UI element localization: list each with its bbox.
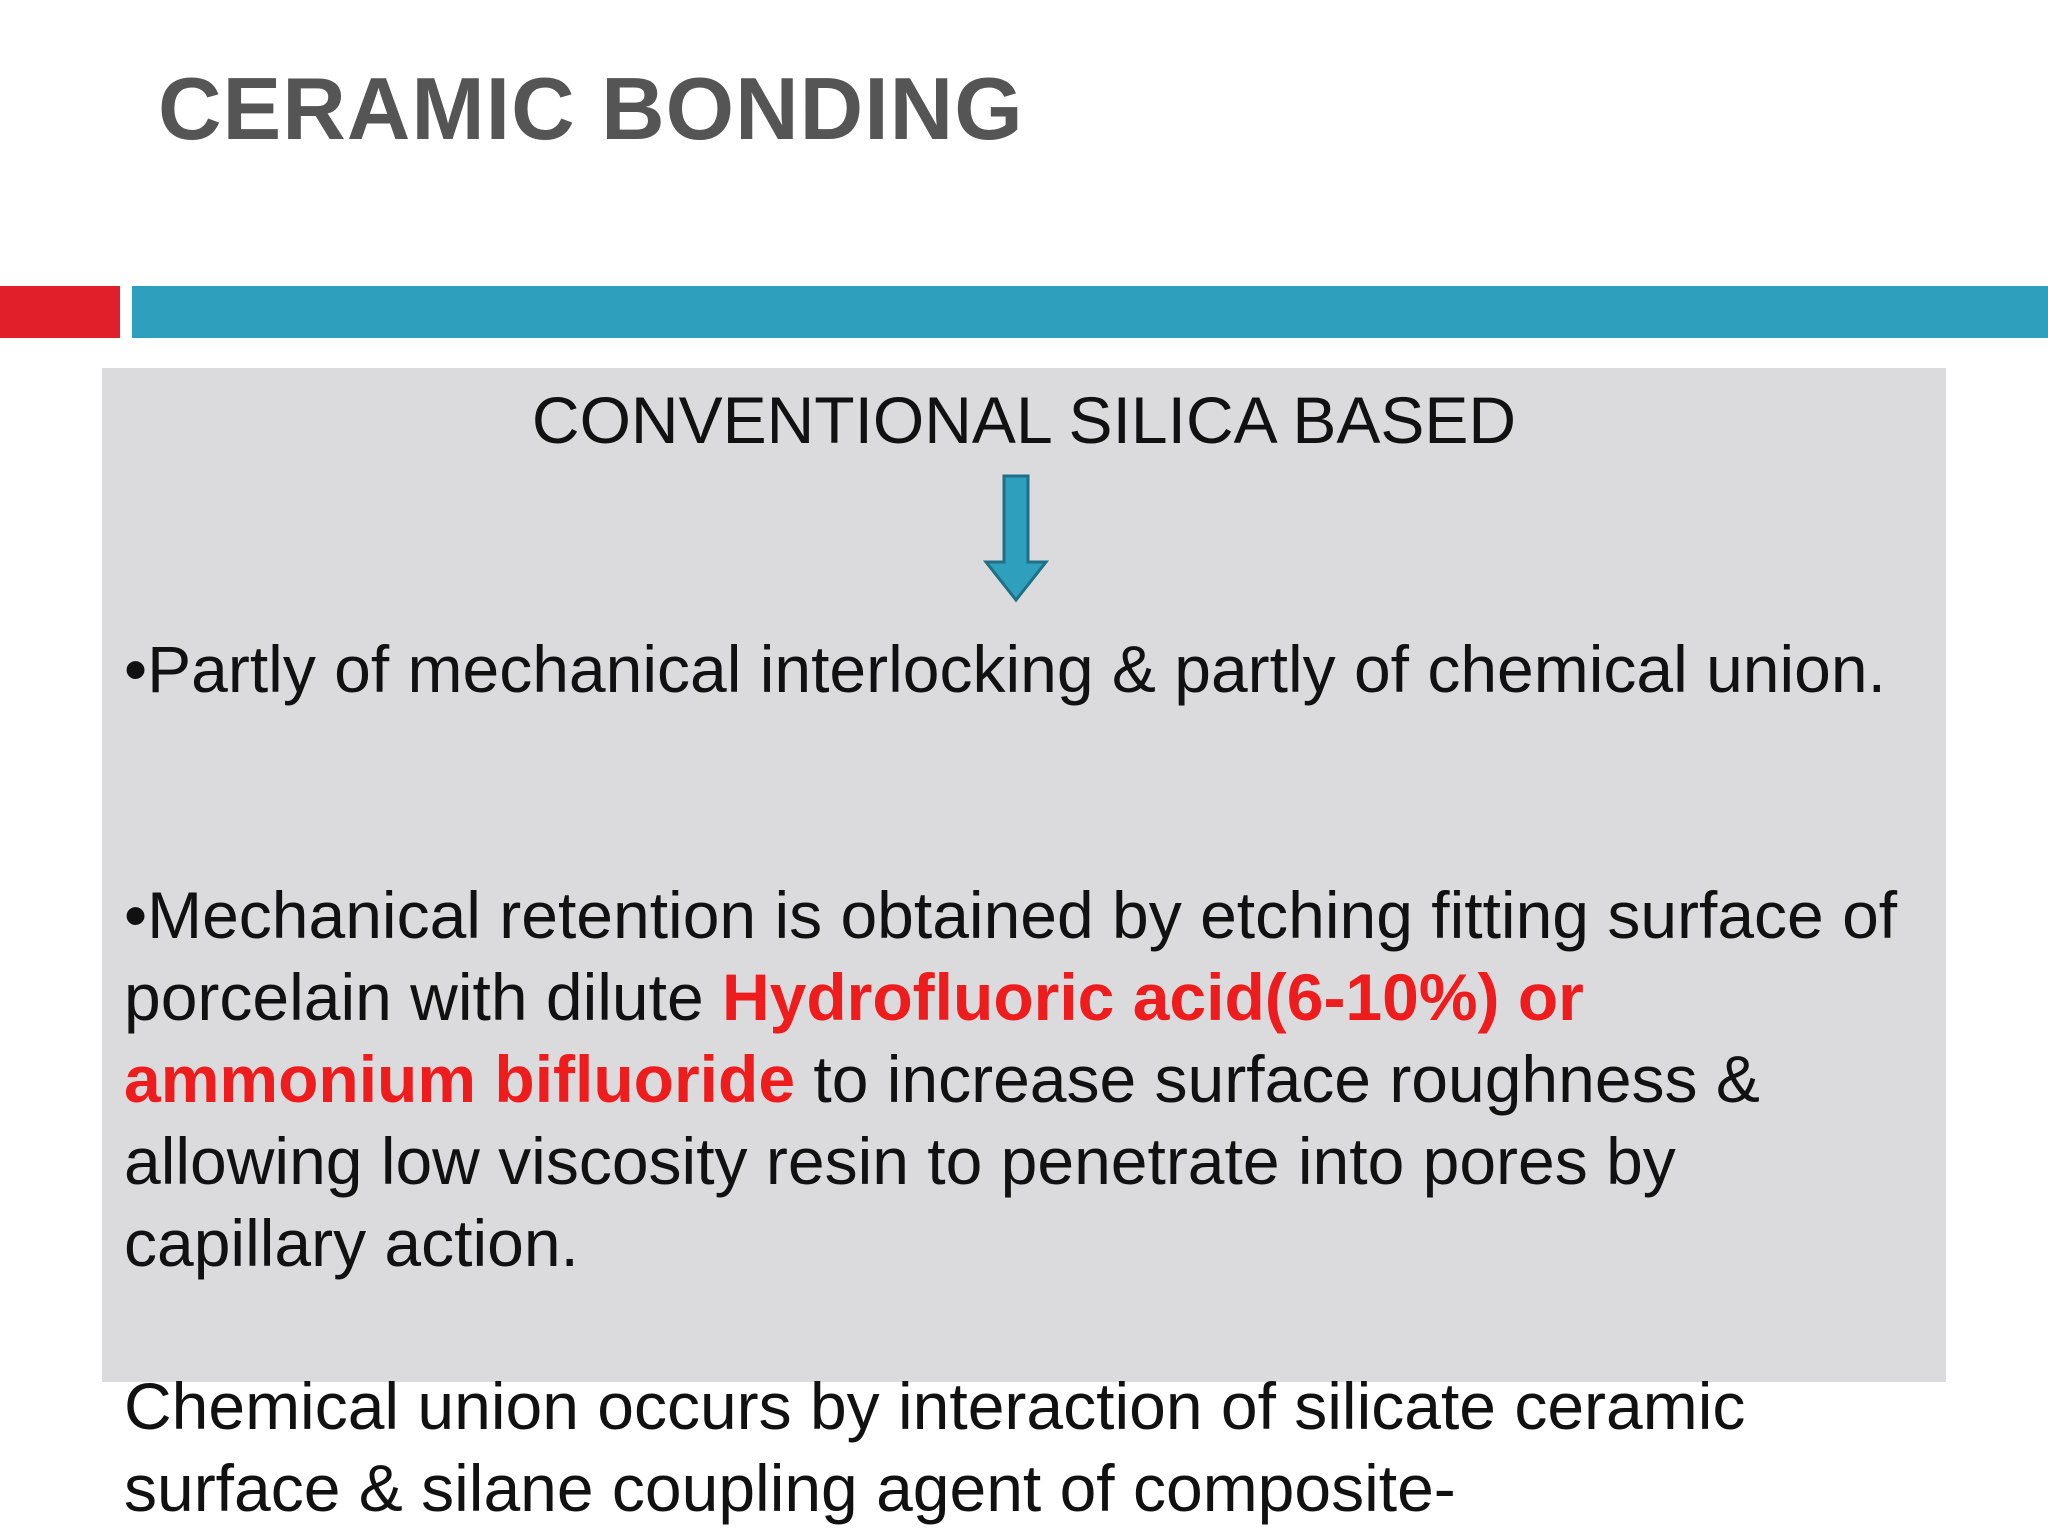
accent-bar-teal: [132, 286, 2048, 338]
point-mechanical-chemical: •Partly of mechanical interlocking & par…: [124, 628, 1924, 710]
point-3-text: Chemical union occurs by interaction of …: [124, 1369, 1746, 1525]
point-2-text-before: •Mechanical retention is obtained by etc…: [124, 878, 1898, 1034]
down-arrow-icon: [982, 474, 1050, 603]
point-1-text: •Partly of mechanical interlocking & par…: [124, 632, 1886, 706]
point-mechanical-retention: •Mechanical retention is obtained by etc…: [124, 874, 1924, 1284]
section-subtitle: CONVENTIONAL SILICA BASED: [531, 383, 1517, 457]
accent-bar-red: [0, 286, 120, 338]
slide-title: CERAMIC BONDING: [158, 59, 1024, 158]
point-chemical-union: Chemical union occurs by interaction of …: [124, 1365, 1924, 1529]
point-2-highlight: Hydrofluoric acid(6-10%) or ammonium bif…: [124, 960, 1584, 1116]
point-2-text-after: to increase surface roughness & allowing…: [124, 1042, 1760, 1280]
